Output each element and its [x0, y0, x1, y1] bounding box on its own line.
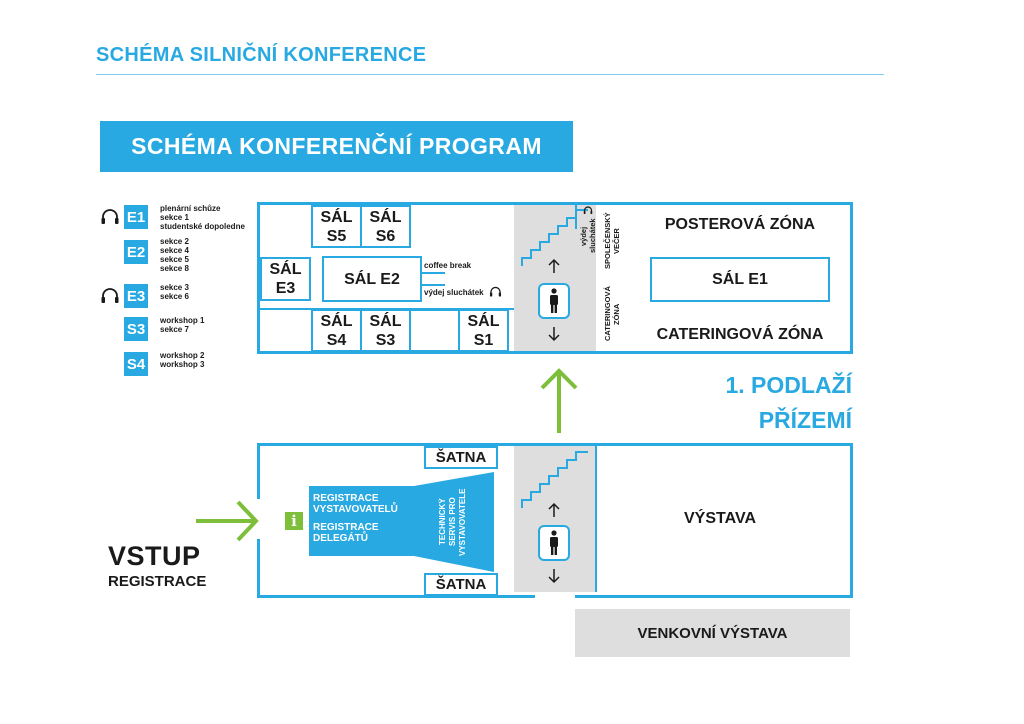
arrow-down-icon [548, 327, 560, 342]
vydej-sluchatek-label: výdej sluchátek [424, 288, 484, 297]
cateringova-zona-label: CATERINGOVÁ ZÓNA [656, 326, 824, 343]
room-sal-e1: SÁL E1 [650, 257, 830, 302]
legend-badge: E1 [124, 205, 148, 229]
satna-top: ŠATNA [424, 446, 498, 469]
arrow-up-green-icon [540, 368, 578, 433]
stairs-icon [521, 451, 588, 508]
elevator-icon [538, 525, 570, 561]
floor-label-ground: PŘÍZEMÍ [758, 407, 852, 433]
coffee-break-label: coffee break [424, 261, 472, 270]
stair-area-upper [514, 205, 596, 351]
info-icon: i [285, 512, 303, 530]
room-empty [409, 309, 460, 352]
vstup-label: VSTUP [108, 541, 201, 571]
posterova-zona-label: POSTEROVÁ ZÓNA [664, 216, 816, 233]
room-sal-e2: SÁL E2 [322, 256, 422, 302]
elevator-icon [538, 283, 570, 319]
stair-wall [595, 446, 597, 592]
arrow-up-icon [548, 502, 560, 517]
counter-shape [414, 472, 494, 572]
entrance-gap [256, 499, 261, 539]
stair-area-ground [514, 446, 596, 592]
arrow-right-green-icon [196, 500, 259, 542]
headphones-icon [101, 209, 119, 224]
legend-badge: S3 [124, 317, 148, 341]
vystava-label: VÝSTAVA [683, 510, 756, 527]
exit-gap [535, 592, 575, 600]
arrow-down-icon [548, 569, 560, 584]
legend-badge: S4 [124, 352, 148, 376]
headphones-icon [489, 286, 502, 297]
satna-bottom: ŠATNA [424, 573, 498, 596]
stairs-icon [521, 209, 588, 266]
title-divider [96, 74, 884, 75]
legend-badge: E3 [124, 284, 148, 308]
legend-badge: E2 [124, 240, 148, 264]
registrace-label: REGISTRACE [108, 573, 207, 590]
e2-line-2 [421, 284, 445, 286]
headphones-icon [583, 206, 593, 214]
page-title: SCHÉMA SILNIČNÍ KONFERENCE [96, 44, 427, 66]
floor-label-upper: 1. PODLAŽÍ [725, 372, 852, 398]
program-banner: SCHÉMA KONFERENČNÍ PROGRAM [100, 121, 573, 172]
e2-line-1 [421, 272, 445, 274]
headphones-icon [101, 288, 119, 303]
stair-pointer-line [575, 205, 577, 229]
arrow-up-icon [548, 258, 560, 273]
upper-floor-plan [257, 202, 853, 354]
registrace-panel: REGISTRACE VYSTAVOVATELŮ REGISTRACE DELE… [309, 486, 419, 556]
venkovni-vystava: VENKOVNÍ VÝSTAVA [575, 609, 850, 657]
